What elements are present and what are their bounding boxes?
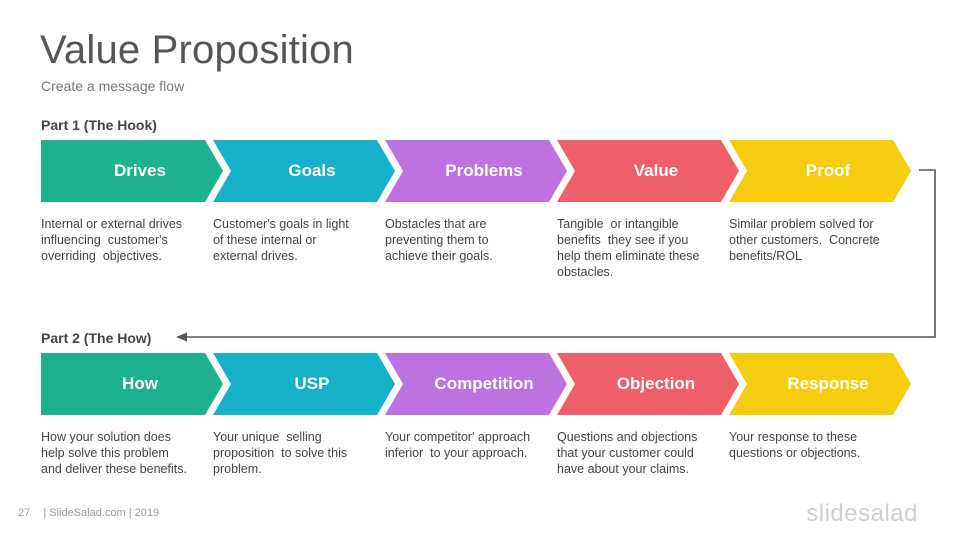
description-line: questions or objections. [729, 446, 861, 460]
description-problems: Obstacles that are preventing them to achi… [385, 216, 543, 264]
brand-logo-text: slidesalad [806, 500, 918, 527]
description-line: of these internal or [213, 233, 317, 247]
page-number: 27 [18, 507, 31, 519]
description-competition: Your competitor' approach inferior to you… [385, 429, 543, 461]
description-value: Tangible or intangible benefits they see … [557, 216, 715, 280]
description-line: help solve this problem [41, 446, 169, 460]
chevron-label: USP [294, 374, 330, 393]
chevron-proof: Proof [729, 140, 919, 202]
description-usp: Your unique selling proposition to solve … [213, 429, 371, 477]
description-objection: Questions and objections that your custom… [557, 429, 715, 477]
chevron-objection: Objection [557, 353, 747, 415]
description-line: inferior to your approach. [385, 446, 528, 460]
chevron-label: Problems [445, 161, 523, 180]
chevron-usp: USP [213, 353, 403, 415]
description-line: help them eliminate these [557, 249, 700, 263]
part1-label: Part 1 (The Hook) [41, 117, 157, 133]
chevron-how: How [41, 353, 231, 415]
description-goals: Customer's goals in light of these intern… [213, 216, 371, 264]
part2-label: Part 2 (The How) [41, 330, 152, 346]
chevron-label: Competition [434, 374, 534, 393]
chevron-label: Objection [616, 374, 696, 393]
description-line: achieve their goals. [385, 249, 493, 263]
description-line: preventing them to [385, 233, 489, 247]
chevron-label: Goals [288, 161, 336, 180]
description-line: Your competitor' approach [385, 430, 531, 444]
part1-chevron-row: Drives Goals Problems Value Proof [41, 140, 921, 202]
chevron-response: Response [729, 353, 919, 415]
description-line: problem. [213, 462, 262, 476]
description-line: that your customer could [557, 446, 694, 460]
description-line: proposition to solve this [213, 446, 348, 460]
chevron-label: Proof [805, 161, 851, 180]
description-line: overriding objectives. [41, 249, 162, 263]
slide-title: Value Proposition [40, 28, 354, 72]
footer: 27 | SlideSalad.com | 2019 [18, 507, 159, 519]
description-how: How your solution does help solve this pr… [41, 429, 199, 477]
chevron-value: Value [557, 140, 747, 202]
description-proof: Similar problem solved for other customer… [729, 216, 887, 264]
chevron-drives: Drives [41, 140, 231, 202]
description-line: Questions and objections [557, 430, 698, 444]
description-line: obstacles. [557, 265, 614, 279]
description-line: and deliver these benefits. [41, 462, 187, 476]
chevron-competition: Competition [385, 353, 575, 415]
description-line: Tangible or intangible [557, 217, 679, 231]
description-line: influencing customer's [41, 233, 168, 247]
chevron-label: Value [633, 161, 679, 180]
part2-chevron-row: How USP Competition Objection Response [41, 353, 921, 415]
footer-text: | SlideSalad.com | 2019 [43, 507, 160, 519]
description-line: have about your claims. [557, 462, 690, 476]
chevron-label: Drives [114, 161, 166, 180]
chevron-problems: Problems [385, 140, 575, 202]
description-response: Your response to these questions or objec… [729, 429, 887, 461]
description-line: Your unique selling [213, 430, 322, 444]
description-line: other customers. Concrete [729, 233, 880, 247]
description-line: benefits they see if you [557, 233, 689, 247]
description-drives: Internal or external drives influencing c… [41, 216, 199, 264]
slide-subtitle: Create a message flow [41, 78, 185, 94]
description-line: Customer's goals in light [213, 217, 349, 231]
chevron-label: How [122, 374, 158, 393]
description-line: external drives. [213, 249, 298, 263]
chevron-label: Response [787, 374, 869, 393]
chevron-goals: Goals [213, 140, 403, 202]
description-line: Internal or external drives [41, 217, 183, 231]
description-line: Obstacles that are [385, 217, 487, 231]
description-line: How your solution does [41, 430, 171, 444]
description-line: Similar problem solved for [729, 217, 874, 231]
description-line: benefits/ROL [729, 249, 802, 263]
description-line: Your response to these [729, 430, 858, 444]
